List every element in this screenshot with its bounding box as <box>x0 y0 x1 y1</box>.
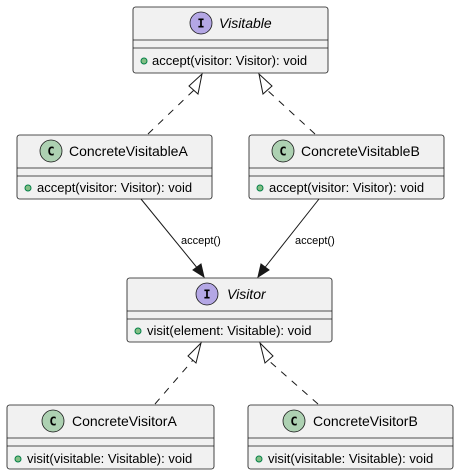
class-badge-letter: C <box>279 145 286 159</box>
public-method-icon <box>256 184 264 192</box>
realization-line <box>147 89 195 135</box>
public-method-icon <box>134 327 142 335</box>
accept-label-a: accept() <box>181 235 221 247</box>
public-method-icon <box>24 184 32 192</box>
public-method-icon <box>14 455 22 463</box>
interface-badge-letter: I <box>197 17 204 31</box>
association-line <box>140 198 204 276</box>
concrete-visitor-a-class: C ConcreteVisitorA visit(visitable: Visi… <box>6 404 215 470</box>
class-badge-icon <box>271 139 295 163</box>
concrete-visitable-b-class: C ConcreteVisitableB accept(visitor: Vis… <box>248 134 445 200</box>
realization-arrowhead-icon <box>188 72 203 95</box>
concrete-visitable-a-method: accept(visitor: Visitor): void <box>37 180 192 195</box>
visitor-method: visit(element: Visitable): void <box>147 323 312 338</box>
visitable-method: accept(visitor: Visitor): void <box>152 53 307 68</box>
visitor-interface: I Visitor visit(element: Visitable): voi… <box>126 277 333 343</box>
association-arrowhead-icon <box>192 263 205 279</box>
association-b-accept: accept() <box>257 198 335 279</box>
visitor-box <box>126 277 333 343</box>
concrete-visitor-b-method: visit(visitable: Visitable): void <box>268 451 433 466</box>
class-badge-icon <box>39 139 63 163</box>
public-method-icon <box>140 57 148 65</box>
concrete-visitable-b-box <box>248 134 445 200</box>
realization-visitable-a <box>147 72 203 135</box>
class-badge-letter: C <box>49 415 56 429</box>
interface-badge-letter: I <box>203 288 210 302</box>
class-badge-icon <box>41 409 65 433</box>
concrete-visitable-a-class: C ConcreteVisitableA accept(visitor: Vis… <box>16 134 213 200</box>
class-badge-letter: C <box>47 145 54 159</box>
association-arrowhead-icon <box>257 263 270 279</box>
class-badge-icon <box>282 409 306 433</box>
class-badge-letter: C <box>290 415 297 429</box>
realization-visitor-b <box>259 341 319 405</box>
interface-badge-icon <box>195 282 219 306</box>
realization-line <box>267 359 319 405</box>
realization-visitable-b <box>258 72 316 135</box>
concrete-visitor-b-name: ConcreteVisitorB <box>313 413 418 429</box>
concrete-visitable-b-name: ConcreteVisitableB <box>301 143 420 159</box>
concrete-visitor-b-class: C ConcreteVisitorB visit(visitable: Visi… <box>247 404 454 470</box>
concrete-visitable-a-box <box>16 134 213 200</box>
realization-line <box>154 359 194 405</box>
accept-label-b: accept() <box>295 235 335 247</box>
interface-badge-icon <box>189 11 213 35</box>
association-a-accept: accept() <box>140 198 221 279</box>
association-line <box>258 198 320 276</box>
visitable-name: Visitable <box>219 15 272 31</box>
concrete-visitable-a-name: ConcreteVisitableA <box>69 143 188 159</box>
public-method-icon <box>255 455 263 463</box>
realization-line <box>266 89 316 135</box>
concrete-visitor-a-name: ConcreteVisitorA <box>72 413 177 429</box>
concrete-visitor-a-method: visit(visitable: Visitable): void <box>27 451 192 466</box>
visitor-name: Visitor <box>227 286 267 302</box>
visitable-interface: I Visitable accept(visitor: Visitor): vo… <box>132 6 329 74</box>
concrete-visitable-b-method: accept(visitor: Visitor): void <box>269 180 424 195</box>
realization-visitor-a <box>154 341 202 405</box>
realization-arrowhead-icon <box>259 341 274 364</box>
realization-arrowhead-icon <box>258 72 273 95</box>
realization-arrowhead-icon <box>187 341 202 364</box>
